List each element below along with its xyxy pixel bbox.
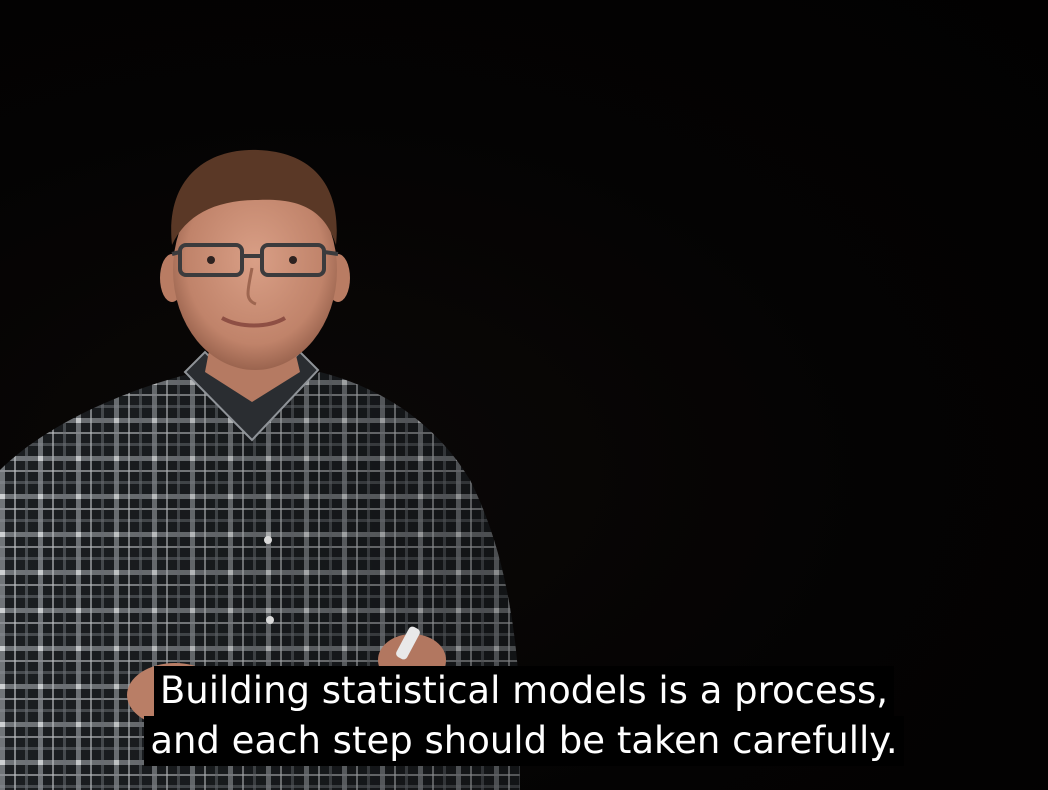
hair: [171, 149, 337, 245]
glasses: [171, 243, 339, 277]
subtitle-line-1: Building statistical models is a process…: [153, 666, 895, 716]
mouth: [221, 316, 287, 328]
subtitle-caption: Building statistical models is a process…: [0, 666, 1048, 766]
face: [173, 170, 337, 370]
marker: [396, 626, 420, 660]
subtitle-line-2: and each step should be taken carefully.: [144, 716, 904, 766]
